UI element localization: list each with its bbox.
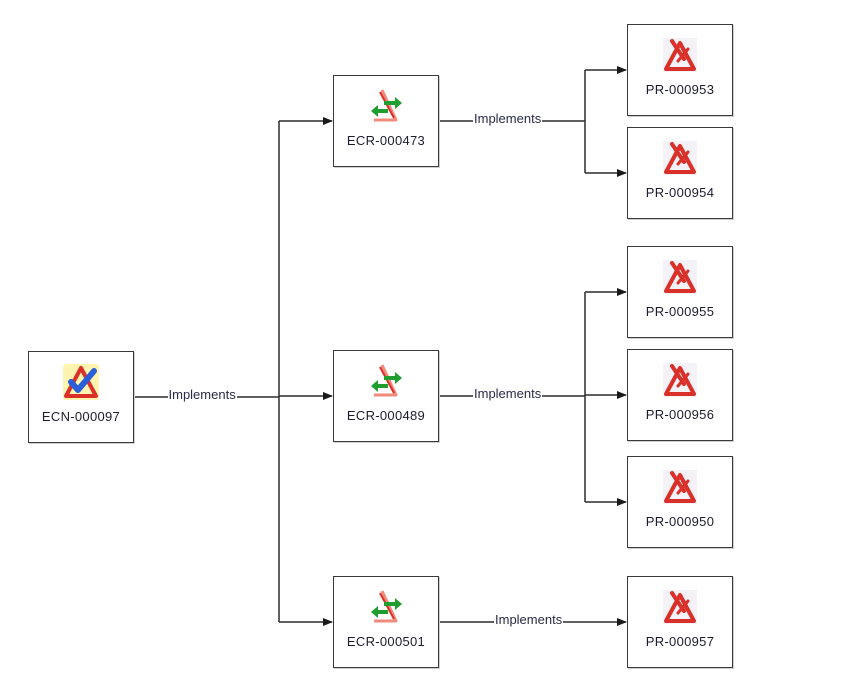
node-pr-000954[interactable]: PR-000954 bbox=[627, 127, 733, 219]
node-label: PR-000956 bbox=[645, 407, 715, 422]
node-label: PR-000953 bbox=[645, 82, 715, 97]
pr-problem-triangle-icon bbox=[660, 257, 700, 297]
node-label: PR-000950 bbox=[645, 514, 715, 529]
pr-problem-triangle-icon bbox=[660, 360, 700, 400]
node-label: PR-000954 bbox=[645, 185, 715, 200]
node-ecr-000473[interactable]: ECR-000473 bbox=[333, 75, 439, 167]
pr-problem-triangle-icon bbox=[660, 467, 700, 507]
node-label: ECN-000097 bbox=[41, 409, 121, 424]
node-ecr-000501[interactable]: ECR-000501 bbox=[333, 576, 439, 668]
ecn-check-triangle-icon bbox=[61, 362, 101, 402]
node-ecr-000489[interactable]: ECR-000489 bbox=[333, 350, 439, 442]
node-pr-000953[interactable]: PR-000953 bbox=[627, 24, 733, 116]
edge-label-implements: Implements bbox=[167, 387, 237, 402]
node-pr-000957[interactable]: PR-000957 bbox=[627, 576, 733, 668]
node-pr-000956[interactable]: PR-000956 bbox=[627, 349, 733, 441]
pr-problem-triangle-icon bbox=[660, 587, 700, 627]
ecr-exchange-arrows-icon bbox=[366, 86, 406, 126]
node-label: PR-000957 bbox=[645, 634, 715, 649]
node-label: ECR-000501 bbox=[346, 634, 426, 649]
pr-problem-triangle-icon bbox=[660, 138, 700, 178]
edge-label-implements: Implements bbox=[473, 111, 543, 126]
node-pr-000950[interactable]: PR-000950 bbox=[627, 456, 733, 548]
node-label: ECR-000489 bbox=[346, 408, 426, 423]
node-ecn-000097[interactable]: ECN-000097 bbox=[28, 351, 134, 443]
edge-label-implements: Implements bbox=[473, 386, 543, 401]
pr-problem-triangle-icon bbox=[660, 35, 700, 75]
node-label: ECR-000473 bbox=[346, 133, 426, 148]
ecr-exchange-arrows-icon bbox=[366, 587, 406, 627]
edge-label-implements: Implements bbox=[494, 612, 564, 627]
node-label: PR-000955 bbox=[645, 304, 715, 319]
ecr-exchange-arrows-icon bbox=[366, 361, 406, 401]
node-pr-000955[interactable]: PR-000955 bbox=[627, 246, 733, 338]
